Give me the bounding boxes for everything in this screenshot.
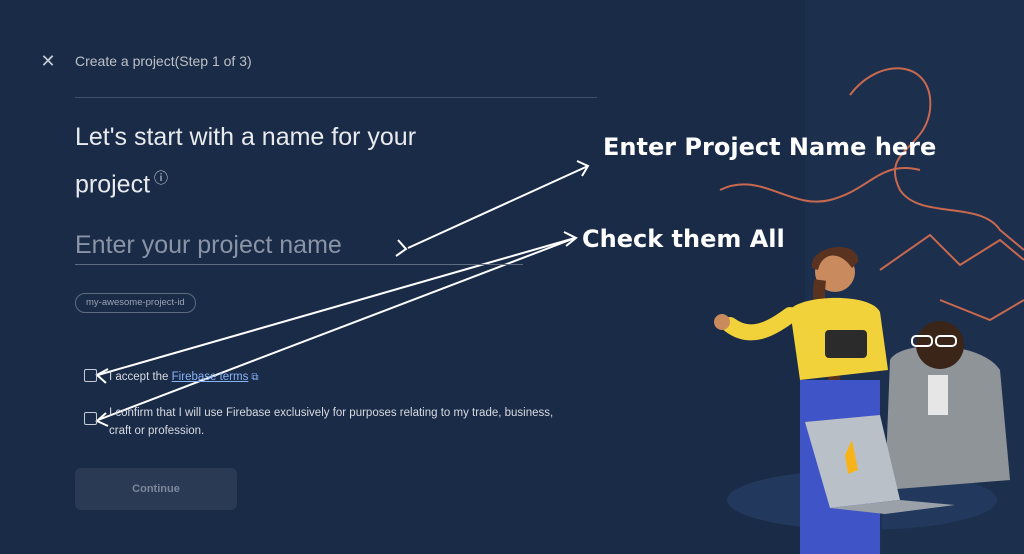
- close-icon[interactable]: ✕: [40, 51, 56, 71]
- name-callout: Enter Project Name here: [603, 133, 937, 161]
- heading-text: Let's start with a name for your project: [75, 123, 417, 199]
- external-link-icon: ⧉: [251, 372, 259, 383]
- confirm-row: I confirm that I will use Firebase exclu…: [84, 404, 574, 440]
- firebase-terms-link[interactable]: Firebase terms: [171, 371, 249, 383]
- step-title: Create a project(Step 1 of 3): [75, 53, 252, 69]
- header-divider: [75, 97, 597, 98]
- terms-checkbox[interactable]: [84, 369, 97, 382]
- confirm-checkbox[interactable]: [84, 412, 97, 425]
- firebase-logo-icon: [845, 440, 858, 474]
- terms-label: I accept the Firebase terms⧉: [109, 368, 258, 387]
- page-title: Let's start with a name for your project…: [75, 117, 495, 205]
- arrow-to-confirm: [97, 237, 576, 421]
- terms-row: I accept the Firebase terms⧉: [84, 368, 258, 387]
- confirm-label: I confirm that I will use Firebase exclu…: [109, 407, 554, 437]
- project-name-input[interactable]: [75, 226, 523, 265]
- man-figure: [885, 321, 1010, 490]
- laptop: [805, 415, 955, 514]
- project-id-chip[interactable]: my-awesome-project-id: [75, 293, 196, 313]
- woman-figure: [714, 247, 888, 554]
- decor-line: [879, 233, 1024, 322]
- decor-line: [849, 67, 1024, 251]
- check-callout: Check them All: [582, 225, 785, 253]
- help-circle-icon[interactable]: ⓘ: [154, 170, 169, 186]
- continue-button[interactable]: Continue: [75, 468, 237, 510]
- arrowhead: [563, 231, 578, 247]
- decor-line: [719, 167, 921, 203]
- terms-prefix: I accept the: [109, 371, 172, 383]
- arrowhead: [576, 160, 590, 177]
- arrowhead: [95, 412, 109, 427]
- arrowhead: [95, 368, 109, 384]
